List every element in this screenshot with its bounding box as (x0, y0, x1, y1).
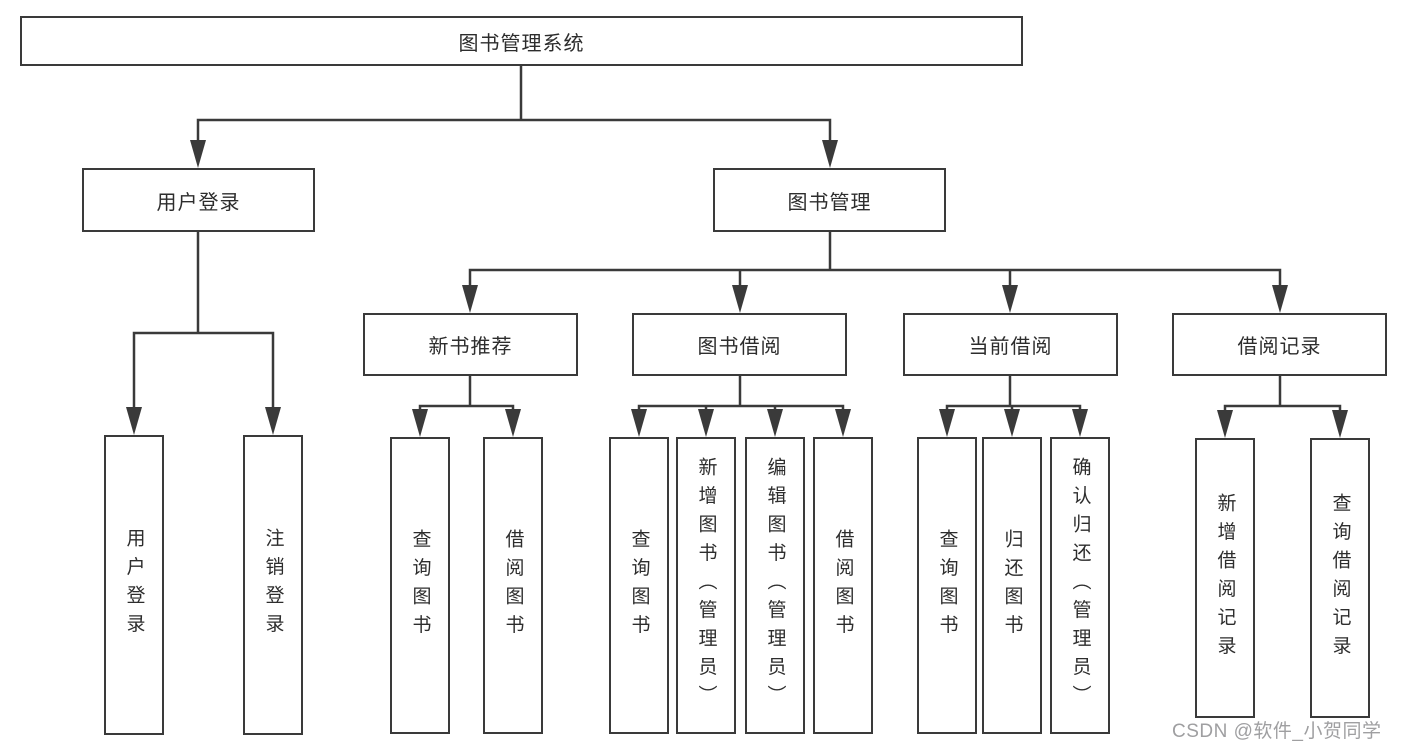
node-borrow-records-label: 借阅记录 (1237, 336, 1322, 358)
node-book-management-label: 图书管理 (787, 191, 872, 214)
node-user-login: 用户登录 (82, 168, 315, 232)
leaf-current-query-books-label: 查询图书 (936, 528, 958, 643)
leaf-return-books: 归还图书 (982, 437, 1042, 734)
leaf-user-login-label: 用户登录 (123, 528, 145, 642)
leaf-edit-books-admin-label: 编辑图书（管理员） (764, 457, 786, 714)
leaf-borrow-books-label: 借阅图书 (832, 528, 854, 643)
leaf-query-borrow-record: 查询借阅记录 (1310, 438, 1370, 718)
leaf-borrow-query-books-label: 查询图书 (628, 528, 650, 643)
leaf-confirm-return-admin-label: 确认归还（管理员） (1069, 457, 1091, 714)
node-book-borrow-label: 图书借阅 (697, 336, 782, 358)
leaf-recommend-borrow-books: 借阅图书 (483, 437, 543, 734)
leaf-add-borrow-record: 新增借阅记录 (1195, 438, 1255, 718)
node-current-borrow-label: 当前借阅 (968, 336, 1053, 358)
root-node-label: 图书管理系统 (458, 32, 585, 55)
root-node-library-management-system: 图书管理系统 (20, 16, 1023, 66)
leaf-borrow-query-books: 查询图书 (609, 437, 669, 734)
leaf-query-borrow-record-label: 查询借阅记录 (1329, 492, 1351, 664)
leaf-logout: 注销登录 (243, 435, 303, 735)
node-new-book-recommend: 新书推荐 (363, 313, 578, 376)
node-current-borrow: 当前借阅 (903, 313, 1118, 376)
leaf-add-books-admin: 新增图书（管理员） (676, 437, 736, 734)
leaf-borrow-books: 借阅图书 (813, 437, 873, 734)
leaf-return-books-label: 归还图书 (1001, 528, 1023, 643)
node-new-book-recommend-label: 新书推荐 (428, 336, 513, 358)
leaf-edit-books-admin: 编辑图书（管理员） (745, 437, 805, 734)
leaf-logout-label: 注销登录 (262, 528, 284, 642)
leaf-current-query-books: 查询图书 (917, 437, 977, 734)
leaf-recommend-query-books: 查询图书 (390, 437, 450, 734)
node-book-management: 图书管理 (713, 168, 946, 232)
leaf-recommend-borrow-books-label: 借阅图书 (502, 528, 524, 643)
node-book-borrow: 图书借阅 (632, 313, 847, 376)
leaf-confirm-return-admin: 确认归还（管理员） (1050, 437, 1110, 734)
leaf-add-books-admin-label: 新增图书（管理员） (695, 457, 717, 714)
arrowhead-icons (126, 140, 1348, 438)
node-user-login-label: 用户登录 (156, 191, 241, 214)
node-borrow-records: 借阅记录 (1172, 313, 1387, 376)
leaf-recommend-query-books-label: 查询图书 (409, 528, 431, 643)
leaf-add-borrow-record-label: 新增借阅记录 (1214, 492, 1236, 664)
leaf-user-login: 用户登录 (104, 435, 164, 735)
